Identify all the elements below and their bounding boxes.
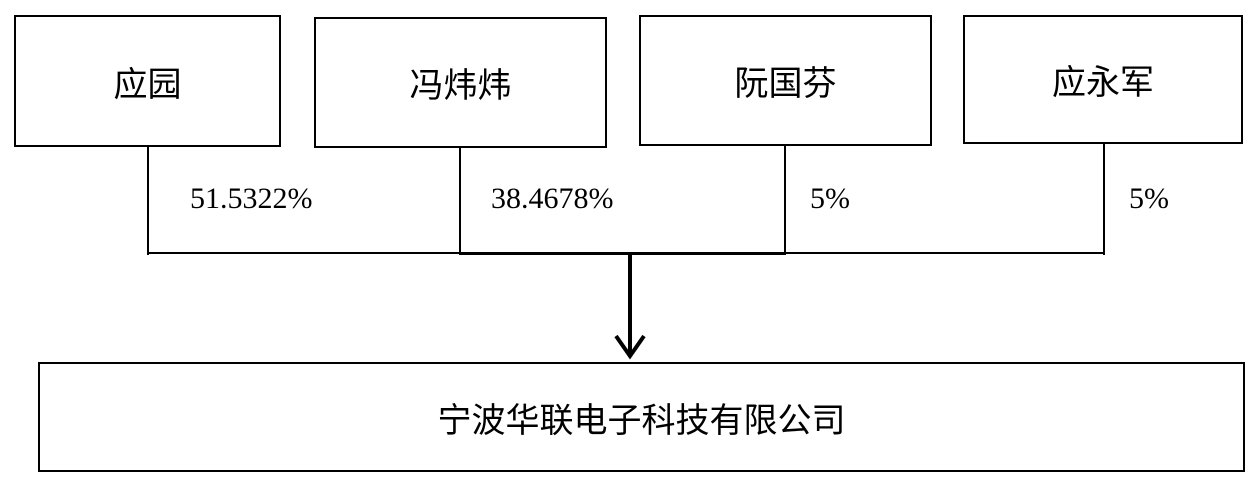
shareholder-box-feng-weiwei: 冯炜炜 bbox=[314, 17, 607, 148]
company-name: 宁波华联电子科技有限公司 bbox=[437, 400, 846, 441]
share-label-ying-yuan: 51.5322% bbox=[190, 182, 313, 215]
connector-bus-line-heavy bbox=[459, 252, 786, 255]
share-label-feng-weiwei: 38.4678% bbox=[491, 182, 614, 215]
shareholder-box-ying-yuan: 应园 bbox=[14, 15, 281, 147]
connector-line-ruan-guofen bbox=[784, 146, 786, 255]
shareholder-name: 应永军 bbox=[1052, 63, 1154, 103]
share-label-ying-yongjun: 5% bbox=[1129, 182, 1169, 215]
company-box: 宁波华联电子科技有限公司 bbox=[38, 362, 1245, 472]
connector-line-ying-yuan bbox=[147, 147, 149, 255]
shareholder-name: 阮国芬 bbox=[734, 64, 837, 104]
shareholder-name: 应园 bbox=[113, 64, 182, 105]
connector-line-feng-weiwei bbox=[459, 148, 461, 255]
shareholder-box-ying-yongjun: 应永军 bbox=[963, 15, 1243, 144]
arrow-down-icon bbox=[614, 252, 646, 360]
shareholder-box-ruan-guofen: 阮国芬 bbox=[639, 15, 932, 146]
share-label-ruan-guofen: 5% bbox=[810, 182, 850, 215]
connector-line-ying-yongjun bbox=[1103, 144, 1105, 255]
shareholder-name: 冯炜炜 bbox=[409, 66, 512, 106]
